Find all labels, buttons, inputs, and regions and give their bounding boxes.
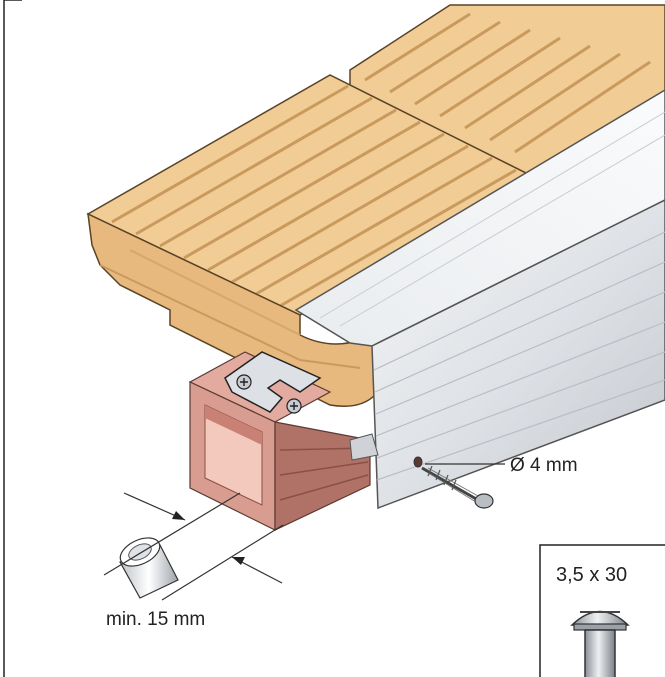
screw-detail-inset (539, 544, 665, 677)
min-spacing-label: min. 15 mm (106, 609, 205, 630)
dimension-lines (103, 463, 505, 601)
spacer-icon (119, 537, 179, 599)
hole-diameter-label: Ø 4 mm (510, 455, 578, 476)
screw-icon (570, 610, 630, 677)
frame (3, 0, 22, 677)
aluminium-edge-profile (294, 89, 665, 510)
clip-icon (224, 351, 322, 414)
screw-size-label: 3,5 x 30 (556, 564, 627, 586)
screw-installed-icon (421, 465, 494, 509)
